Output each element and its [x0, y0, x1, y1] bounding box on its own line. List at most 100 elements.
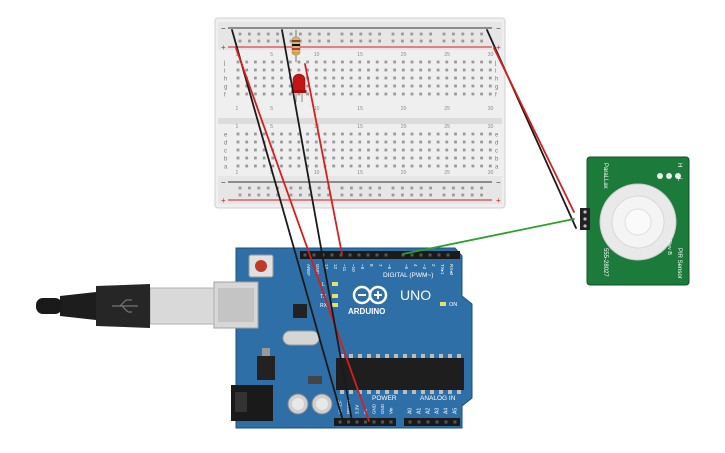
breadboard-hole [314, 84, 318, 88]
breadboard-hole [349, 76, 353, 80]
rail-hole [470, 186, 474, 190]
rail-hole [470, 32, 474, 36]
rail-hole [378, 32, 381, 36]
digital-pin-hole[interactable] [419, 253, 423, 257]
breadboard-hole [341, 140, 344, 144]
power-pin-label: GND [380, 403, 385, 414]
breadboard-hole [375, 84, 379, 88]
led[interactable] [291, 73, 307, 102]
breadboard-hole [245, 84, 249, 88]
breadboard-hole [471, 76, 475, 80]
wire-pin13-to-resistor[interactable] [304, 63, 343, 255]
chip-pin [403, 390, 407, 394]
digital-pin-hole[interactable] [339, 253, 343, 257]
rail-plus-label: + [496, 43, 501, 52]
rail-hole [419, 193, 423, 197]
wire-gnd-breadboard-to-arduino[interactable] [231, 29, 344, 422]
breadboard-hole [471, 140, 475, 144]
analog-pin-label: A0 [408, 408, 414, 414]
analog-pin-hole[interactable] [408, 420, 412, 424]
rail-hole [340, 186, 344, 190]
digital-pin-hole[interactable] [446, 253, 450, 257]
reset-button[interactable] [255, 260, 267, 272]
wire-led-cathode-to-gnd[interactable] [281, 29, 353, 422]
digital-pin-hole[interactable] [437, 253, 441, 257]
breadboard-hole [445, 148, 449, 152]
rail-hole [378, 39, 381, 43]
analog-pin-hole[interactable] [444, 420, 448, 424]
usb-port-inner [218, 288, 254, 322]
power-pin-hole[interactable] [347, 420, 350, 424]
column-number: 20 [401, 170, 407, 176]
breadboard-hole [288, 68, 292, 72]
breadboard-hole [410, 76, 414, 80]
digital-pin-hole[interactable] [357, 253, 361, 257]
rail-hole [327, 193, 330, 197]
l-led-label: L [322, 282, 325, 288]
breadboard-hole [236, 140, 240, 144]
power-pin-hole[interactable] [338, 420, 342, 424]
analog-pin-hole[interactable] [453, 420, 457, 424]
digital-pin-hole[interactable] [375, 253, 379, 257]
chip-pin [376, 354, 380, 358]
power-pin-hole[interactable] [372, 420, 376, 424]
breadboard-hole [341, 132, 344, 136]
power-header-label: POWER [372, 395, 397, 402]
rail-hole [238, 39, 242, 43]
digital-pin-hole[interactable] [384, 253, 388, 257]
breadboard-hole [280, 148, 283, 152]
breadboard-hole [428, 68, 431, 72]
breadboard-hole [393, 156, 396, 160]
digital-pin-hole[interactable] [428, 253, 432, 257]
analog-pin-hole[interactable] [435, 420, 439, 424]
breadboard-hole [488, 164, 492, 168]
breadboard-hole [314, 132, 318, 136]
digital-pin-hole[interactable] [330, 253, 334, 257]
analog-pin-hole[interactable] [417, 420, 421, 424]
breadboard-hole [462, 60, 466, 64]
power-pin-hole[interactable] [381, 420, 384, 424]
breadboard-hole [480, 92, 483, 96]
digital-pin-hole[interactable] [303, 253, 307, 257]
row-letter: c [495, 149, 498, 155]
wire-5v-breadboard-to-arduino[interactable] [235, 47, 370, 422]
analog-pin-hole[interactable] [426, 420, 430, 424]
wire-vcc-to-pir[interactable] [493, 47, 575, 213]
resistor[interactable] [291, 30, 301, 62]
arduino-brand: ARDUINO [348, 307, 385, 316]
power-pin-hole[interactable] [389, 420, 393, 424]
digital-pin-hole[interactable] [410, 253, 414, 257]
breadboard-hole [280, 60, 283, 64]
digital-pin-hole[interactable] [312, 253, 316, 257]
breadboard-hole [297, 148, 301, 152]
rail-hole [248, 32, 251, 36]
breadboard-hole [280, 164, 283, 168]
usb-cable-end [36, 298, 62, 314]
pir-sensor[interactable]: ParaLLax 555-28027 H L PIR Sensor Rev B [580, 156, 690, 286]
resistor-band [292, 48, 300, 50]
rail-hole [470, 39, 474, 43]
regulator-tab [262, 348, 270, 356]
breadboard-hole [358, 84, 362, 88]
rail-hole [299, 39, 302, 43]
atmega-chip [336, 358, 464, 390]
rail-hole [391, 39, 395, 43]
chip-pin [421, 390, 425, 394]
breadboard-hole [393, 132, 396, 136]
breadboard-hole [323, 76, 327, 80]
digital-pin-hole[interactable] [366, 253, 370, 257]
power-pin-hole[interactable] [355, 420, 359, 424]
breadboard-hole [236, 84, 240, 88]
breadboard-hole [262, 156, 266, 160]
wire-signal-pir-to-pin[interactable] [402, 218, 575, 255]
bottom-header-holes [338, 420, 457, 424]
breadboard-hole [262, 60, 266, 64]
breadboard-hole [419, 164, 423, 168]
rail-hole [340, 32, 344, 36]
rail-hole [350, 186, 353, 190]
power-pin-hole[interactable] [364, 420, 367, 424]
digital-pin-hole[interactable] [401, 253, 405, 257]
breadboard-hole [271, 140, 275, 144]
digital-pin-hole[interactable] [348, 253, 352, 257]
